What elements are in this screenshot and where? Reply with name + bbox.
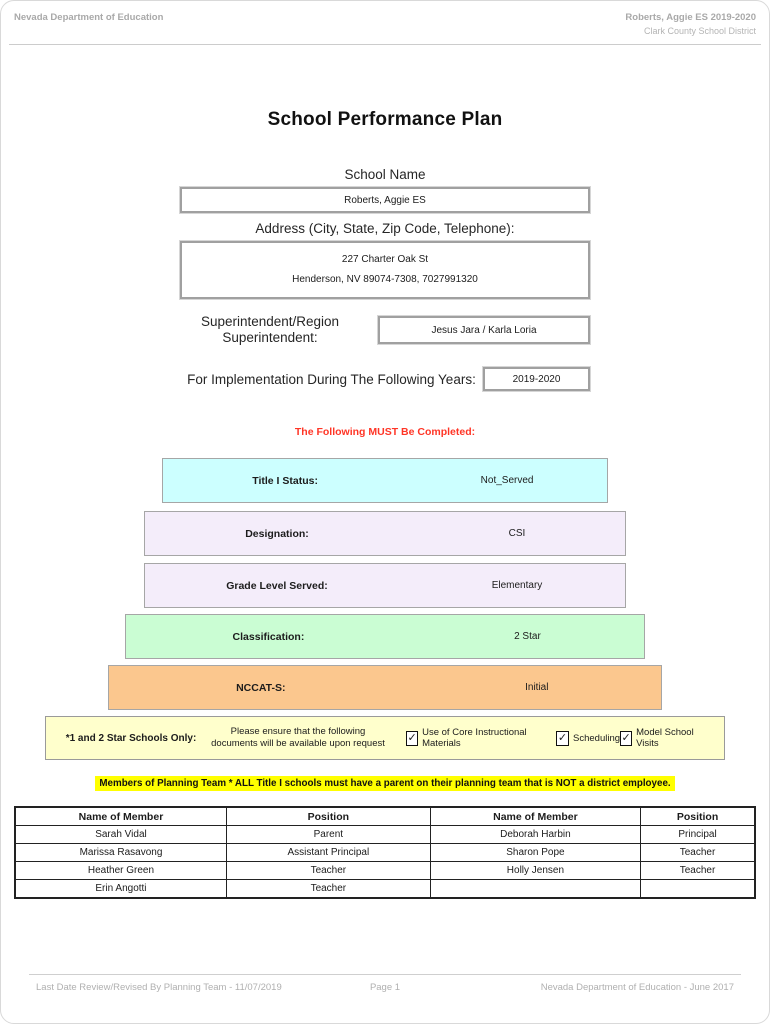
member-position-cell: Parent <box>225 825 431 844</box>
member-position-cell: Teacher <box>225 879 431 899</box>
nccats-value: Initial <box>525 682 549 693</box>
col-header-position-2: Position <box>640 806 756 826</box>
checkbox-scheduling-label: Scheduling <box>573 732 621 744</box>
page-footer: Page 1 Last Date Review/Revised By Plann… <box>1 974 769 993</box>
school-name-value: Roberts, Aggie ES <box>344 194 426 206</box>
implementation-years-value: 2019-2020 <box>512 373 561 385</box>
table-header-row: Name of Member Position Name of Member P… <box>14 806 756 826</box>
checkbox-model-visits[interactable]: ✓ Model School Visits <box>620 727 712 749</box>
superintendent-value: Jesus Jara / Karla Loria <box>431 324 537 336</box>
member-name-cell: Erin Angotti <box>14 879 227 899</box>
member-position-cell: Teacher <box>640 843 756 862</box>
classification-label: Classification: <box>232 630 305 643</box>
title1-status-label: Title I Status: <box>252 474 318 487</box>
member-name-cell: Holly Jensen <box>429 861 642 880</box>
star-schools-box: *1 and 2 Star Schools Only: Please ensur… <box>45 716 725 760</box>
superintendent-label: Superintendent/Region Superintendent: <box>200 314 340 345</box>
designation-label: Designation: <box>245 527 309 540</box>
col-header-name-1: Name of Member <box>14 806 227 826</box>
classification-row[interactable]: Classification: 2 Star <box>125 614 645 659</box>
header-org: Nevada Department of Education <box>14 12 164 23</box>
member-position-cell: Teacher <box>640 861 756 880</box>
member-name-cell: Sarah Vidal <box>14 825 227 844</box>
planning-team-table: Name of Member Position Name of Member P… <box>14 806 756 899</box>
nccats-row[interactable]: NCCAT-S: Initial <box>108 665 662 710</box>
member-position-cell: Assistant Principal <box>225 843 431 862</box>
designation-row[interactable]: Designation: CSI <box>144 511 626 556</box>
member-name-cell: Heather Green <box>14 861 227 880</box>
star-schools-note-line1: Please ensure that the following <box>230 726 366 737</box>
table-row: Sarah Vidal Parent Deborah Harbin Princi… <box>14 825 756 844</box>
title1-status-row[interactable]: Title I Status: Not_Served <box>162 458 608 503</box>
header-district: Clark County School District <box>643 26 756 36</box>
nccats-label: NCCAT-S: <box>236 681 286 694</box>
designation-value: CSI <box>508 528 526 539</box>
implementation-row: For Implementation During The Following … <box>180 367 590 391</box>
address-line1: 227 Charter Oak St <box>341 254 429 265</box>
checkbox-checked-icon[interactable]: ✓ <box>620 730 633 746</box>
school-name-field[interactable]: Roberts, Aggie ES <box>180 187 590 213</box>
col-header-position-1: Position <box>225 806 431 826</box>
checkbox-checked-icon[interactable]: ✓ <box>406 730 419 746</box>
implementation-years-field[interactable]: 2019-2020 <box>483 367 590 391</box>
footer-divider <box>29 974 741 975</box>
planning-notice-wrap: Members of Planning Team * ALL Title I s… <box>1 773 769 791</box>
must-complete-notice: The Following MUST Be Completed: <box>294 426 476 438</box>
member-name-cell: Sharon Pope <box>429 843 642 862</box>
superintendent-row: Superintendent/Region Superintendent: Je… <box>180 314 590 346</box>
implementation-label: For Implementation During The Following … <box>187 371 476 387</box>
member-position-cell: Principal <box>640 825 756 844</box>
planning-team-notice: Members of Planning Team * ALL Title I s… <box>95 776 675 791</box>
checkbox-core-materials[interactable]: ✓ Use of Core Instructional Materials <box>406 727 556 749</box>
star-schools-label: *1 and 2 Star Schools Only: <box>65 732 197 744</box>
table-row: Heather Green Teacher Holly Jensen Teach… <box>14 861 756 880</box>
header-divider <box>9 44 761 45</box>
footer-revision-date: Last Date Review/Revised By Planning Tea… <box>36 982 282 993</box>
member-name-cell <box>429 879 642 899</box>
star-schools-note: Please ensure that the following documen… <box>204 726 392 750</box>
address-line2: Henderson, NV 89074-7308, 7027991320 <box>292 274 478 285</box>
address-field[interactable]: 227 Charter Oak St Henderson, NV 89074-7… <box>180 241 590 299</box>
school-name-label: School Name <box>344 167 426 182</box>
footer-doc-source: Nevada Department of Education - June 20… <box>540 982 734 993</box>
title1-status-value: Not_Served <box>480 475 534 486</box>
grade-level-label: Grade Level Served: <box>226 579 328 592</box>
member-position-cell: Teacher <box>225 861 431 880</box>
grade-level-value: Elementary <box>491 580 543 591</box>
member-name-cell: Deborah Harbin <box>429 825 642 844</box>
checkbox-checked-icon[interactable]: ✓ <box>556 730 570 746</box>
col-header-name-2: Name of Member <box>429 806 642 826</box>
checkbox-group: ✓ Use of Core Instructional Materials ✓ … <box>392 727 712 749</box>
header-school-block: Roberts, Aggie ES 2019-2020 Clark County… <box>625 12 756 36</box>
star-schools-note-line2: documents will be available upon request <box>211 738 385 749</box>
checkbox-scheduling[interactable]: ✓ Scheduling <box>556 730 621 746</box>
member-position-cell <box>640 879 756 899</box>
header-school-year: Roberts, Aggie ES 2019-2020 <box>625 12 756 23</box>
table-row: Erin Angotti Teacher <box>14 879 756 899</box>
classification-value: 2 Star <box>514 631 541 642</box>
address-label: Address (City, State, Zip Code, Telephon… <box>255 221 515 236</box>
superintendent-field[interactable]: Jesus Jara / Karla Loria <box>378 316 590 344</box>
page-title: School Performance Plan <box>267 109 503 130</box>
checkbox-core-materials-label: Use of Core Instructional Materials <box>422 727 527 749</box>
checkbox-model-visits-label: Model School Visits <box>636 727 694 749</box>
footer-page-number: Page 1 <box>369 982 401 993</box>
member-name-cell: Marissa Rasavong <box>14 843 227 862</box>
page-header: Nevada Department of Education Roberts, … <box>1 1 769 36</box>
grade-level-row[interactable]: Grade Level Served: Elementary <box>144 563 626 608</box>
table-row: Marissa Rasavong Assistant Principal Sha… <box>14 843 756 862</box>
